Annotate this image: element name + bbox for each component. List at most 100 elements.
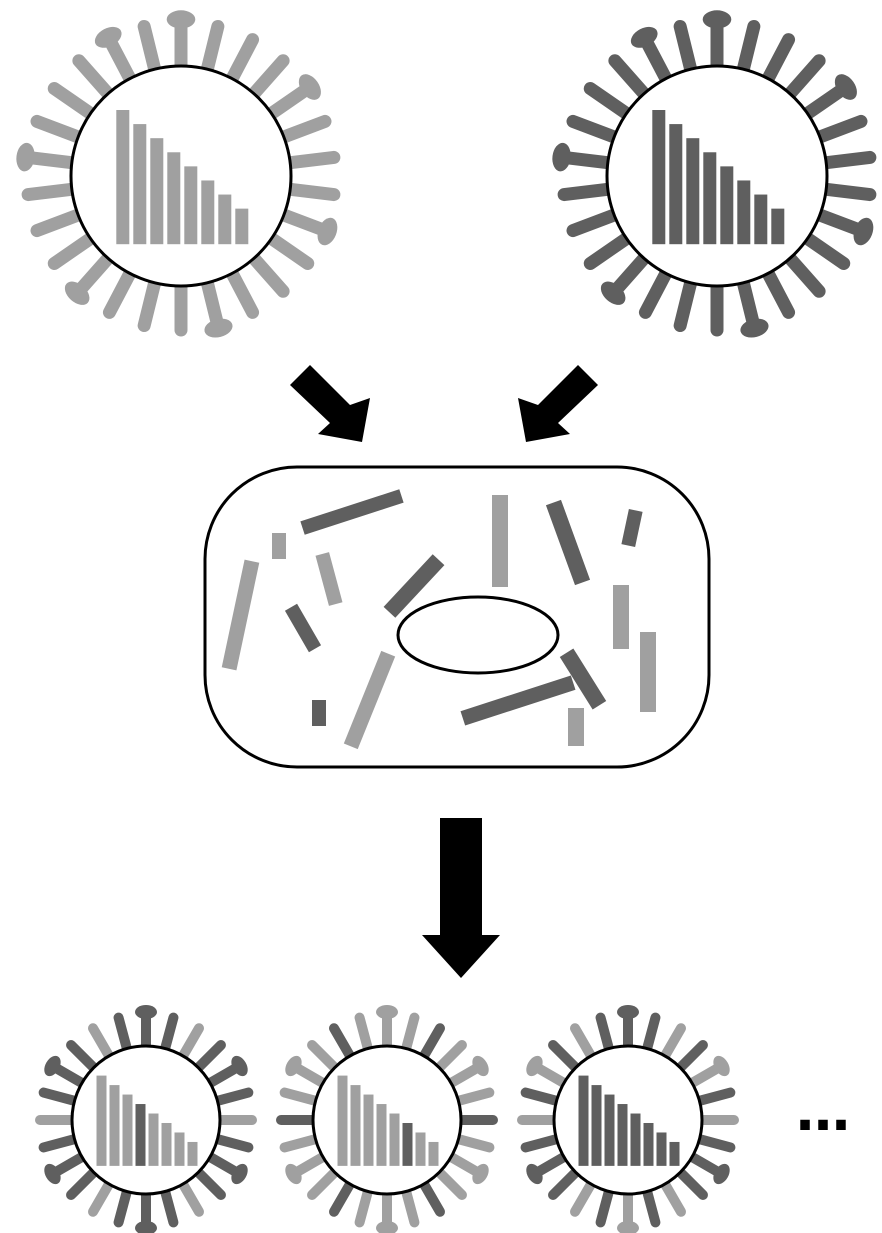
virus-spike bbox=[207, 281, 218, 326]
virus-spike-head bbox=[376, 1005, 398, 1019]
virus-spike bbox=[216, 1139, 249, 1148]
virus-spike bbox=[615, 61, 646, 95]
virus-spike bbox=[824, 189, 870, 195]
virus-spike bbox=[288, 189, 334, 195]
virus-spike bbox=[806, 89, 844, 115]
virus-spike bbox=[647, 1190, 656, 1223]
cell-genome-segment bbox=[492, 495, 508, 587]
continuation-ellipsis: … bbox=[796, 1080, 864, 1143]
virus-spike bbox=[334, 1182, 351, 1211]
virus-spike bbox=[573, 121, 616, 137]
virus-spike-head bbox=[135, 1005, 157, 1019]
host-cell-segments bbox=[222, 489, 656, 749]
virus-spike bbox=[165, 1018, 174, 1051]
virus-spike bbox=[79, 257, 110, 291]
virus-spike bbox=[334, 1028, 351, 1057]
cell-genome-segment bbox=[461, 675, 576, 725]
virus-spike bbox=[144, 281, 155, 326]
genome-segment bbox=[592, 1085, 602, 1166]
genome-segment bbox=[652, 110, 665, 244]
virus-spike bbox=[536, 1156, 565, 1173]
virus-spike bbox=[54, 1156, 83, 1173]
virus-spike bbox=[743, 26, 754, 71]
virus-spike bbox=[282, 214, 325, 230]
virus-spike bbox=[449, 1156, 478, 1173]
cell-genome-segment bbox=[621, 509, 642, 547]
virus-spike bbox=[536, 1067, 565, 1084]
virus-spike bbox=[423, 1182, 440, 1211]
virus-spike bbox=[270, 237, 308, 263]
virus-spike bbox=[743, 281, 754, 326]
genome-segment bbox=[644, 1123, 654, 1166]
virus-spike bbox=[109, 40, 130, 81]
virus-spike bbox=[601, 1018, 610, 1051]
virus-spike bbox=[526, 1093, 559, 1102]
genome-segment bbox=[188, 1142, 198, 1166]
arrows bbox=[290, 365, 598, 978]
virus-spike-head bbox=[703, 10, 732, 28]
genome-segment bbox=[175, 1132, 185, 1165]
virus-spike bbox=[282, 121, 325, 137]
virus-spike bbox=[285, 1093, 318, 1102]
virus-spike bbox=[54, 237, 92, 263]
virus-spike bbox=[182, 1182, 199, 1211]
virus-spike bbox=[680, 26, 691, 71]
genome-segment bbox=[364, 1095, 374, 1166]
virus-spike bbox=[767, 40, 788, 81]
virus-envelope bbox=[71, 66, 291, 286]
genome-segment bbox=[116, 110, 129, 244]
virus-spike bbox=[270, 89, 308, 115]
genome-segment bbox=[97, 1076, 107, 1166]
virus-spike-head bbox=[617, 1005, 639, 1019]
virus-spike bbox=[690, 1067, 719, 1084]
arrow-left-to-cell-icon bbox=[290, 365, 370, 442]
cell-genome-segment bbox=[613, 585, 629, 649]
virus-spike-head bbox=[738, 316, 770, 341]
genome-segment bbox=[377, 1104, 387, 1166]
virus-envelope bbox=[72, 1046, 220, 1194]
virus-spike bbox=[698, 1093, 731, 1102]
virus-spike bbox=[207, 26, 218, 71]
virus-spike bbox=[119, 1190, 128, 1223]
virus-spike bbox=[564, 189, 610, 195]
virus-spike bbox=[71, 1045, 95, 1069]
virus-spike bbox=[789, 61, 820, 95]
virus-spike bbox=[406, 1190, 415, 1223]
virus-spike bbox=[590, 89, 628, 115]
genome-segment bbox=[618, 1104, 628, 1166]
virus-spike bbox=[231, 272, 252, 313]
genome-segment bbox=[235, 209, 248, 245]
virus-spike bbox=[285, 1139, 318, 1148]
virus-spike-head bbox=[167, 10, 196, 28]
virus-spike bbox=[28, 189, 74, 195]
genome-segment bbox=[218, 195, 231, 245]
virus-spike bbox=[575, 1182, 592, 1211]
virus-spike bbox=[690, 1156, 719, 1173]
virus-spike bbox=[806, 237, 844, 263]
virus-spike bbox=[789, 257, 820, 291]
cell-genome-segment bbox=[384, 554, 445, 618]
virus-spike bbox=[253, 61, 284, 95]
virus-spike bbox=[144, 26, 155, 71]
parent-virus-light bbox=[15, 10, 341, 340]
virus-spike bbox=[93, 1182, 110, 1211]
virus-spike bbox=[680, 281, 691, 326]
virus-spike bbox=[295, 1156, 324, 1173]
virus-spike bbox=[564, 157, 610, 163]
virus-envelope bbox=[313, 1046, 461, 1194]
genome-segment bbox=[703, 152, 716, 244]
virus-spike bbox=[457, 1139, 490, 1148]
virus-spike bbox=[647, 1018, 656, 1051]
virus-spike bbox=[449, 1067, 478, 1084]
cell-genome-segment bbox=[222, 560, 260, 671]
progeny-virus-3 bbox=[522, 1005, 734, 1233]
cell-genome-segment bbox=[316, 552, 343, 606]
virus-spike bbox=[295, 1067, 324, 1084]
cell-genome-segment bbox=[640, 632, 656, 712]
virus-spike bbox=[231, 40, 252, 81]
cell-genome-segment bbox=[300, 489, 403, 534]
virus-spike bbox=[698, 1139, 731, 1148]
virus-spike bbox=[312, 1171, 336, 1195]
virus-spike bbox=[601, 1190, 610, 1223]
